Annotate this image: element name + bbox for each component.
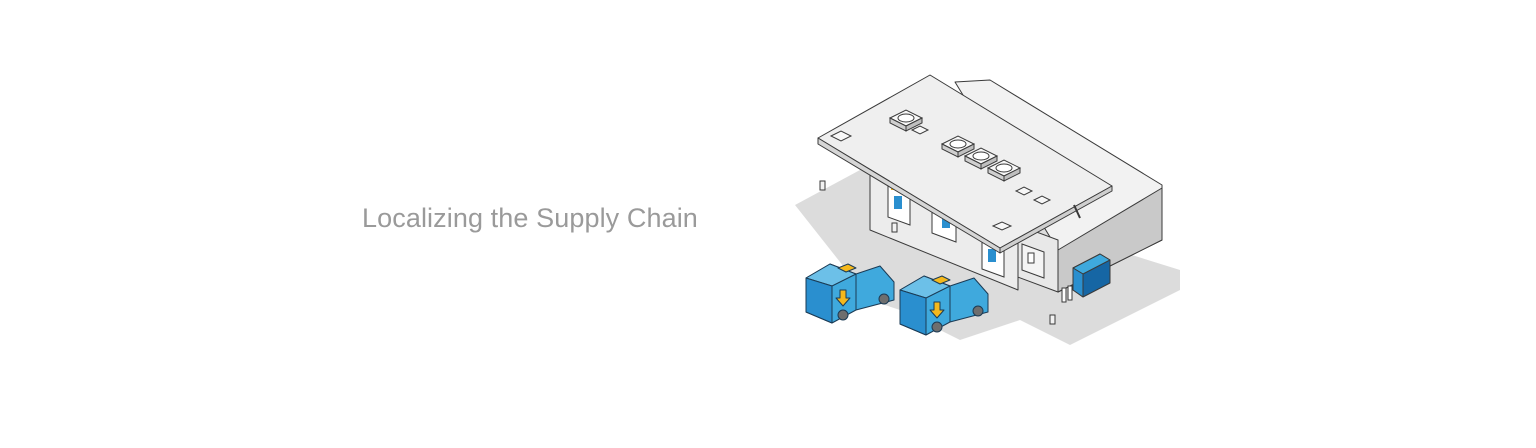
roof-vent-icon — [829, 125, 1052, 231]
fan-icon — [986, 159, 1022, 182]
rooftop-fans — [829, 109, 1052, 231]
warehouse-illustration — [795, 74, 1180, 345]
bollards — [819, 180, 1056, 325]
generator-unit — [1072, 253, 1111, 298]
fan-icon — [940, 135, 976, 158]
delivery-van — [805, 263, 895, 324]
fan-icon — [888, 109, 924, 132]
headline: Localizing the Supply Chain — [362, 203, 698, 233]
delivery-van — [899, 275, 989, 336]
pipes-icon — [1061, 285, 1073, 303]
fan-icon — [963, 147, 999, 170]
